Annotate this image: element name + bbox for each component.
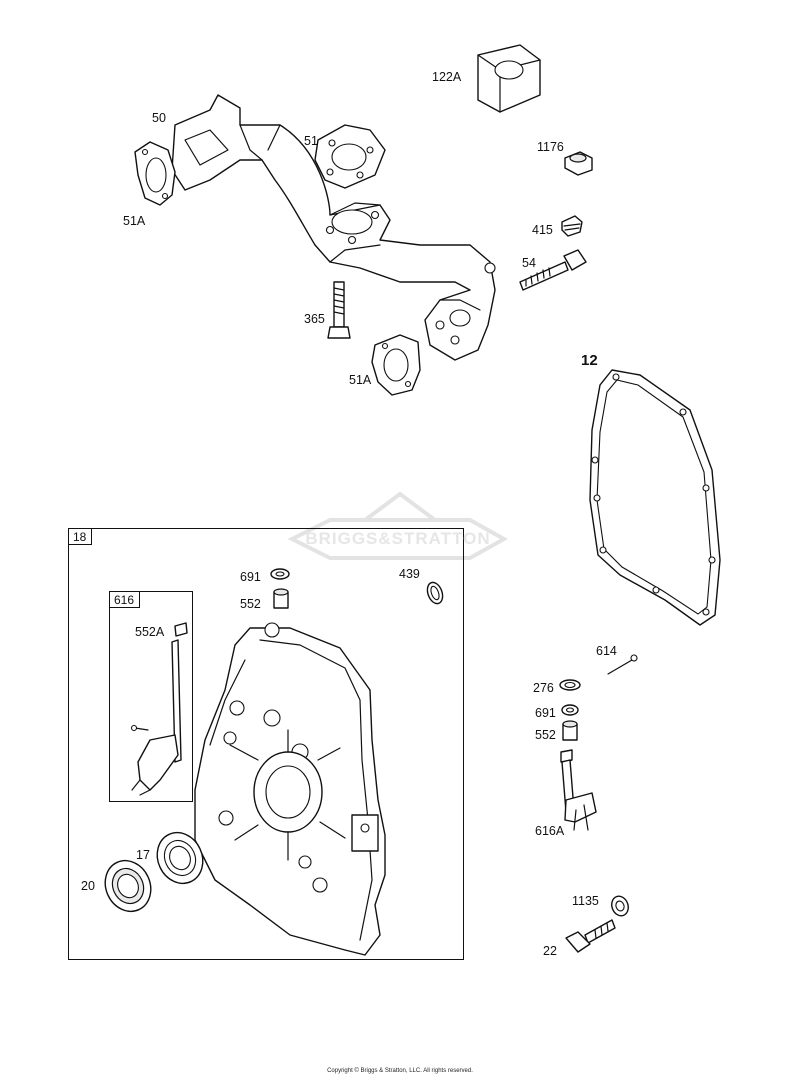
label-51A-bottom: 51A: [349, 373, 372, 387]
exhaust-manifold-50: [171, 94, 496, 361]
bushing-552: [562, 720, 578, 741]
label-439: 439: [399, 567, 420, 581]
label-365: 365: [304, 312, 325, 326]
bearing-17: [156, 831, 204, 885]
label-415: 415: [532, 223, 553, 237]
washer-1135: [611, 895, 629, 917]
governor-shaft-616A: [560, 749, 597, 831]
label-12: 12: [581, 352, 598, 369]
label-50: 50: [152, 111, 166, 125]
stud-365: [327, 281, 351, 339]
assembly-box-616: 616: [109, 591, 193, 802]
label-276: 276: [533, 681, 554, 695]
label-20: 20: [81, 879, 95, 893]
gasket-51A-top: [134, 141, 176, 206]
assembly-box-18: 18: [68, 528, 464, 960]
label-691: 691: [535, 706, 556, 720]
label-1135: 1135: [572, 894, 599, 908]
gasket-51A-bottom: [371, 334, 421, 396]
label-552-box: 552: [240, 597, 261, 611]
watermark-outline: [287, 491, 509, 560]
crankcase-cover: [194, 622, 386, 956]
label-22: 22: [543, 944, 557, 958]
label-51A-top: 51A: [123, 214, 146, 228]
gasket-12: [589, 369, 721, 626]
label-614: 614: [596, 644, 617, 658]
label-17: 17: [136, 848, 150, 862]
label-552: 552: [535, 728, 556, 742]
governor-shaft-616: [130, 622, 188, 796]
washer-276: [559, 679, 581, 691]
label-552A: 552A: [135, 625, 165, 639]
seal-20: [104, 859, 152, 913]
gasket-51: [314, 124, 386, 189]
label-54: 54: [522, 256, 536, 270]
label-616A: 616A: [535, 824, 565, 838]
pin-614: [607, 654, 638, 675]
label-1176: 1176: [537, 140, 564, 154]
assembly-box-616-tag: 616: [110, 592, 141, 608]
washer-691: [561, 704, 579, 716]
bolt-54: [519, 249, 587, 291]
spacer-block-122A: [477, 44, 541, 113]
label-122A: 122A: [432, 70, 462, 84]
assembly-box-18-tag: 18: [69, 529, 93, 545]
bolt-22: [565, 919, 616, 953]
copyright-notice: Copyright © Briggs & Stratton, LLC. All …: [327, 1068, 473, 1074]
label-691-box: 691: [240, 570, 261, 584]
ring-439: [426, 581, 444, 605]
watermark: BRIGGS&STRATTON: [305, 529, 491, 548]
plug-415: [561, 215, 583, 237]
label-51: 51: [304, 134, 318, 148]
plug-1176: [564, 151, 593, 176]
washer-691-box: [270, 568, 290, 580]
bushing-552-box: [273, 588, 289, 609]
